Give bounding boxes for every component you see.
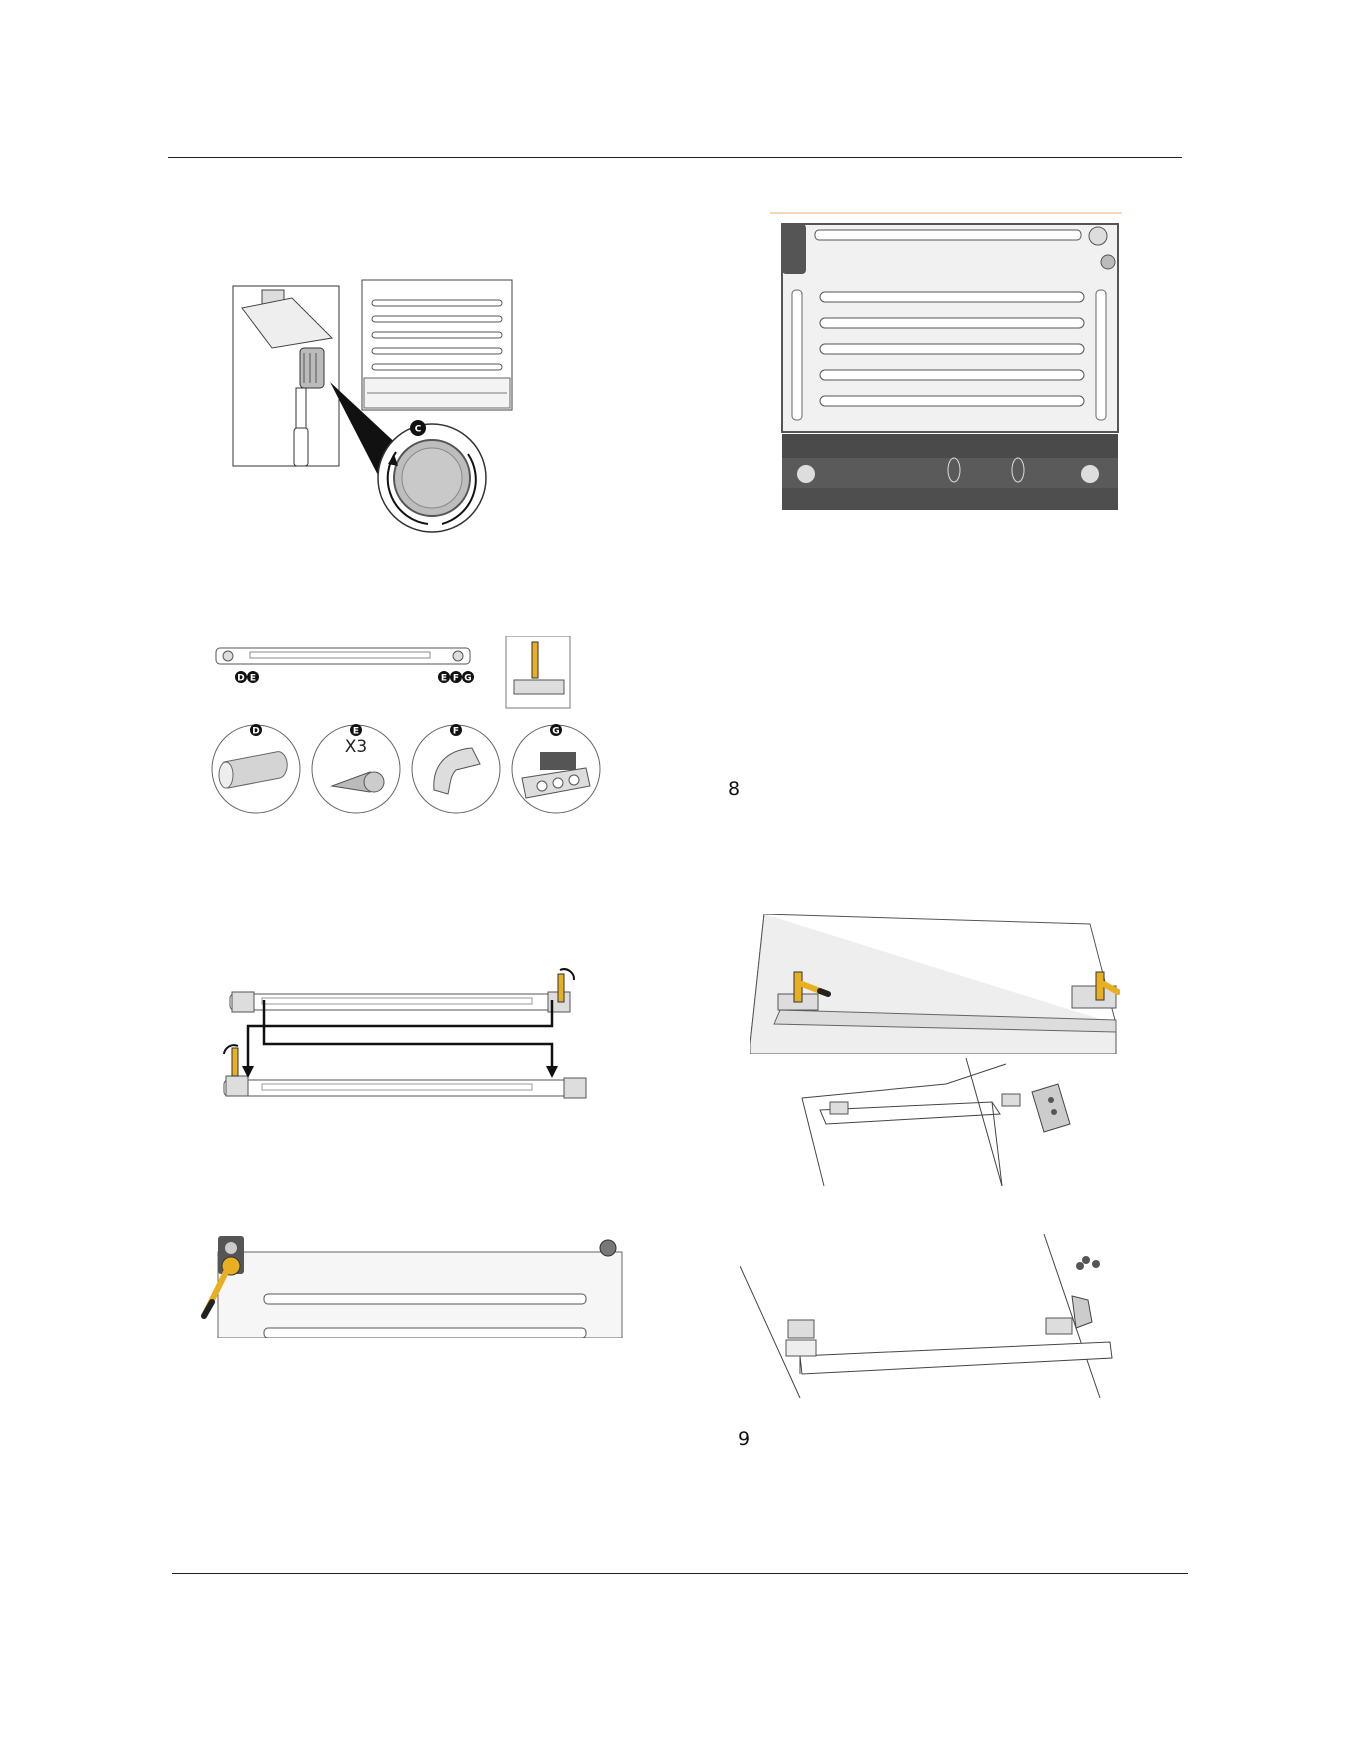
screw-quantity: X3: [345, 737, 367, 757]
callout-g-top: G: [464, 674, 471, 684]
door-top-screwdriver-figure: [750, 914, 1120, 1054]
door-hinge-screws-figure: [740, 1224, 1120, 1398]
callout-f-top: F: [453, 674, 459, 684]
footer-rule: [172, 1573, 1188, 1574]
callout-d-top: D: [237, 674, 244, 684]
callout-f: F: [453, 727, 459, 737]
door-hinge-install-figure: [796, 1058, 1090, 1186]
step-number-8: 8: [728, 778, 740, 800]
header-rule: [168, 157, 1182, 158]
callout-c: C: [415, 425, 422, 435]
callout-d: D: [252, 727, 259, 737]
top-hinge-figure: [200, 1232, 626, 1338]
cabinet-underside-figure: [770, 212, 1122, 522]
hinge-swap-figure: [218, 966, 598, 1108]
callout-g: G: [552, 727, 559, 737]
hinge-parts-figure: D E E F G D E X3 F G: [210, 636, 602, 814]
callout-e-top: E: [250, 674, 256, 684]
callout-e: E: [353, 727, 359, 737]
callout-e-top-right: E: [441, 674, 447, 684]
step-number-9: 9: [738, 1428, 750, 1450]
wheel-adjust-figure: C: [232, 278, 522, 544]
